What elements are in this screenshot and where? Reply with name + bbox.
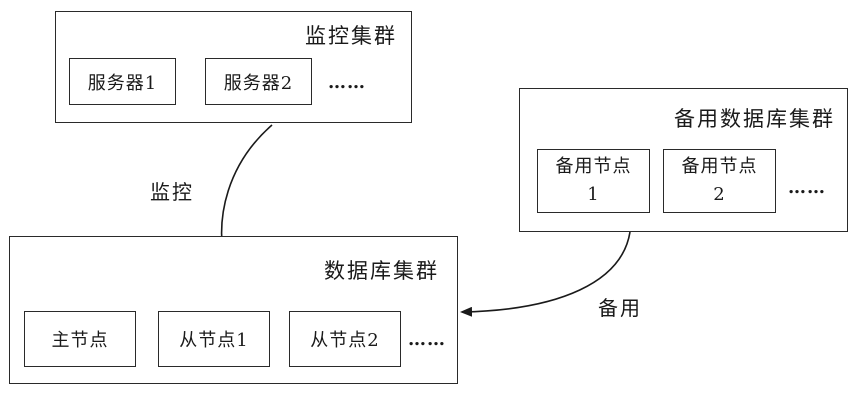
slave-node-2[interactable]: 从节点2 bbox=[289, 311, 401, 367]
db-cluster: 数据库集群 主节点 从节点1 从节点2 …… bbox=[9, 236, 458, 384]
standby-node-2[interactable]: 备用节点 2 bbox=[663, 149, 776, 213]
standby-db-cluster: 备用数据库集群 备用节点 1 备用节点 2 …… bbox=[519, 88, 848, 232]
standby-db-cluster-title: 备用数据库集群 bbox=[674, 107, 835, 131]
standby-node-1-label: 备用节点 bbox=[555, 156, 632, 177]
standby-node-1[interactable]: 备用节点 1 bbox=[537, 149, 650, 213]
standby-node-1-number: 1 bbox=[587, 184, 600, 205]
standby-cluster-ellipsis: …… bbox=[788, 177, 826, 198]
standby-node-2-number: 2 bbox=[713, 184, 726, 205]
slave-node-1[interactable]: 从节点1 bbox=[158, 311, 270, 367]
server-node-1[interactable]: 服务器1 bbox=[69, 58, 176, 105]
db-cluster-ellipsis: …… bbox=[408, 329, 446, 350]
master-node[interactable]: 主节点 bbox=[24, 311, 136, 367]
monitor-edge-label: 监控 bbox=[150, 180, 194, 204]
db-cluster-title: 数据库集群 bbox=[324, 259, 439, 283]
monitor-cluster-ellipsis: …… bbox=[328, 72, 366, 93]
standby-edge-label: 备用 bbox=[598, 296, 642, 320]
server-node-2[interactable]: 服务器2 bbox=[205, 58, 312, 105]
standby-node-2-label: 备用节点 bbox=[681, 156, 758, 177]
monitor-cluster-title: 监控集群 bbox=[305, 24, 397, 48]
monitor-cluster: 监控集群 服务器1 服务器2 …… bbox=[55, 11, 412, 123]
